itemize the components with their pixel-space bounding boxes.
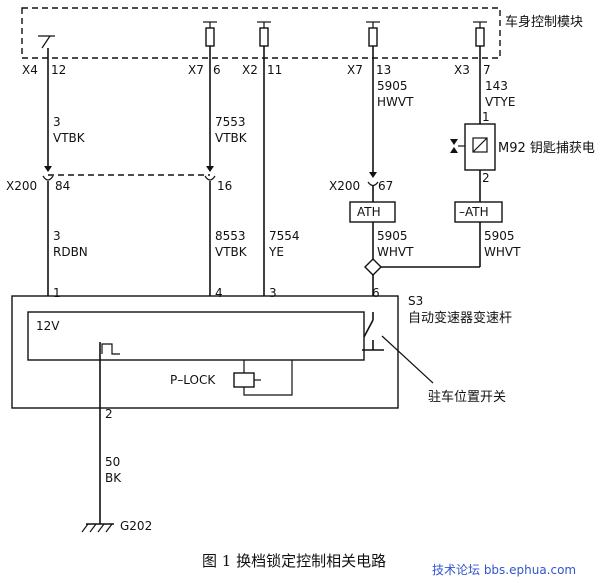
wire-3-color: YE — [268, 245, 284, 259]
ground-wire-color: BK — [105, 471, 122, 485]
shifter-pin-2: 2 — [105, 407, 113, 421]
bcm-resistor-symbol-3 — [366, 21, 380, 58]
shifter-control-box — [27, 311, 365, 361]
wire-5-color: VTYE — [485, 95, 515, 109]
plock-wiring — [243, 360, 293, 396]
splice-diamond — [364, 258, 382, 276]
wire-4b-num: 5905 — [377, 229, 408, 243]
x200-pin-67: 67 — [378, 179, 393, 193]
wire-4b-color: WHVT — [377, 245, 414, 259]
bcm-label: 车身控制模块 — [505, 14, 583, 30]
x200-connector-right: X200 — [329, 179, 360, 193]
x200-84-arrow — [44, 166, 52, 172]
x200-67-arrow — [369, 172, 377, 178]
pin-13: 13 — [376, 63, 391, 77]
figure-caption: 图 1 换档锁定控制相关电路 — [202, 552, 386, 570]
wire-5b-color: WHVT — [484, 245, 521, 259]
bcm-resistor-symbol-4 — [473, 21, 487, 58]
shifter-id: S3 — [408, 294, 423, 308]
nath-box — [454, 201, 503, 223]
wire-2b-num: 8553 — [215, 229, 246, 243]
park-switch-label: 驻车位置开关 — [428, 389, 506, 405]
pin-12: 12 — [51, 63, 66, 77]
connector-x7-a: X7 — [188, 63, 204, 77]
x200-pin-16: 16 — [217, 179, 232, 193]
shifter-pin-6: 6 — [372, 286, 380, 300]
shifter-pin-4: 4 — [215, 286, 223, 300]
bcm-resistor-symbol-2 — [257, 21, 271, 58]
pin-6: 6 — [213, 63, 221, 77]
ground-wire-num: 50 — [105, 455, 120, 469]
wire-1b-color: RDBN — [53, 245, 88, 259]
x200-connector-left: X200 — [6, 179, 37, 193]
key-solenoid-label: M92 钥匙捕获电 — [498, 140, 595, 156]
wire-3-num: 7554 — [269, 229, 300, 243]
shifter-pin-1: 1 — [53, 286, 61, 300]
ground-label: G202 — [120, 519, 152, 533]
wire-5b-num: 5905 — [484, 229, 515, 243]
pin-11: 11 — [267, 63, 282, 77]
pin-7: 7 — [483, 63, 491, 77]
connector-x2: X2 — [242, 63, 258, 77]
signal-pulse-icon — [101, 343, 120, 355]
ath-label: ATH — [357, 205, 381, 219]
plock-label: P–LOCK — [170, 373, 216, 387]
watermark: 技术论坛 bbs.ephua.com — [432, 563, 576, 577]
x200-pin-84: 84 — [55, 179, 70, 193]
connector-x3: X3 — [454, 63, 470, 77]
bcm-switch-symbol — [38, 35, 55, 58]
key-solenoid-pin-2: 2 — [482, 171, 490, 185]
nath-label: –ATH — [459, 205, 489, 219]
key-solenoid-box — [464, 123, 496, 171]
park-switch-symbol — [362, 312, 384, 351]
bcm-dashed-box — [21, 7, 501, 59]
x200-67-socket — [367, 181, 379, 187]
ground-icon — [81, 523, 114, 533]
wire-1-color: VTBK — [53, 131, 86, 145]
wire-2-num: 7553 — [215, 115, 246, 129]
wire-1-num: 3 — [53, 115, 61, 129]
shifter-pin-3: 3 — [269, 286, 277, 300]
x200-84-socket — [42, 175, 54, 181]
wire-4-color: HWVT — [377, 95, 414, 109]
park-switch-leader — [381, 335, 434, 384]
key-solenoid-pin-1: 1 — [482, 110, 490, 124]
x200-16-arrow — [206, 166, 214, 172]
shifter-label: 自动变速器变速杆 — [408, 310, 512, 326]
wire-2-color: VTBK — [215, 131, 248, 145]
wire-4-num: 5905 — [377, 79, 408, 93]
wire-2b-color: VTBK — [215, 245, 248, 259]
key-solenoid-coil-icon — [472, 137, 488, 153]
key-solenoid-actuator-icon — [450, 139, 465, 153]
bcm-resistor-symbol-1 — [203, 21, 217, 58]
connector-x4: X4 — [22, 63, 38, 77]
wire-1b-num: 3 — [53, 229, 61, 243]
connector-x7-b: X7 — [347, 63, 363, 77]
supply-12v-label: 12V — [36, 319, 60, 333]
plock-coil-icon — [233, 372, 255, 388]
wire-5-num: 143 — [485, 79, 508, 93]
x200-16-socket — [204, 175, 216, 181]
